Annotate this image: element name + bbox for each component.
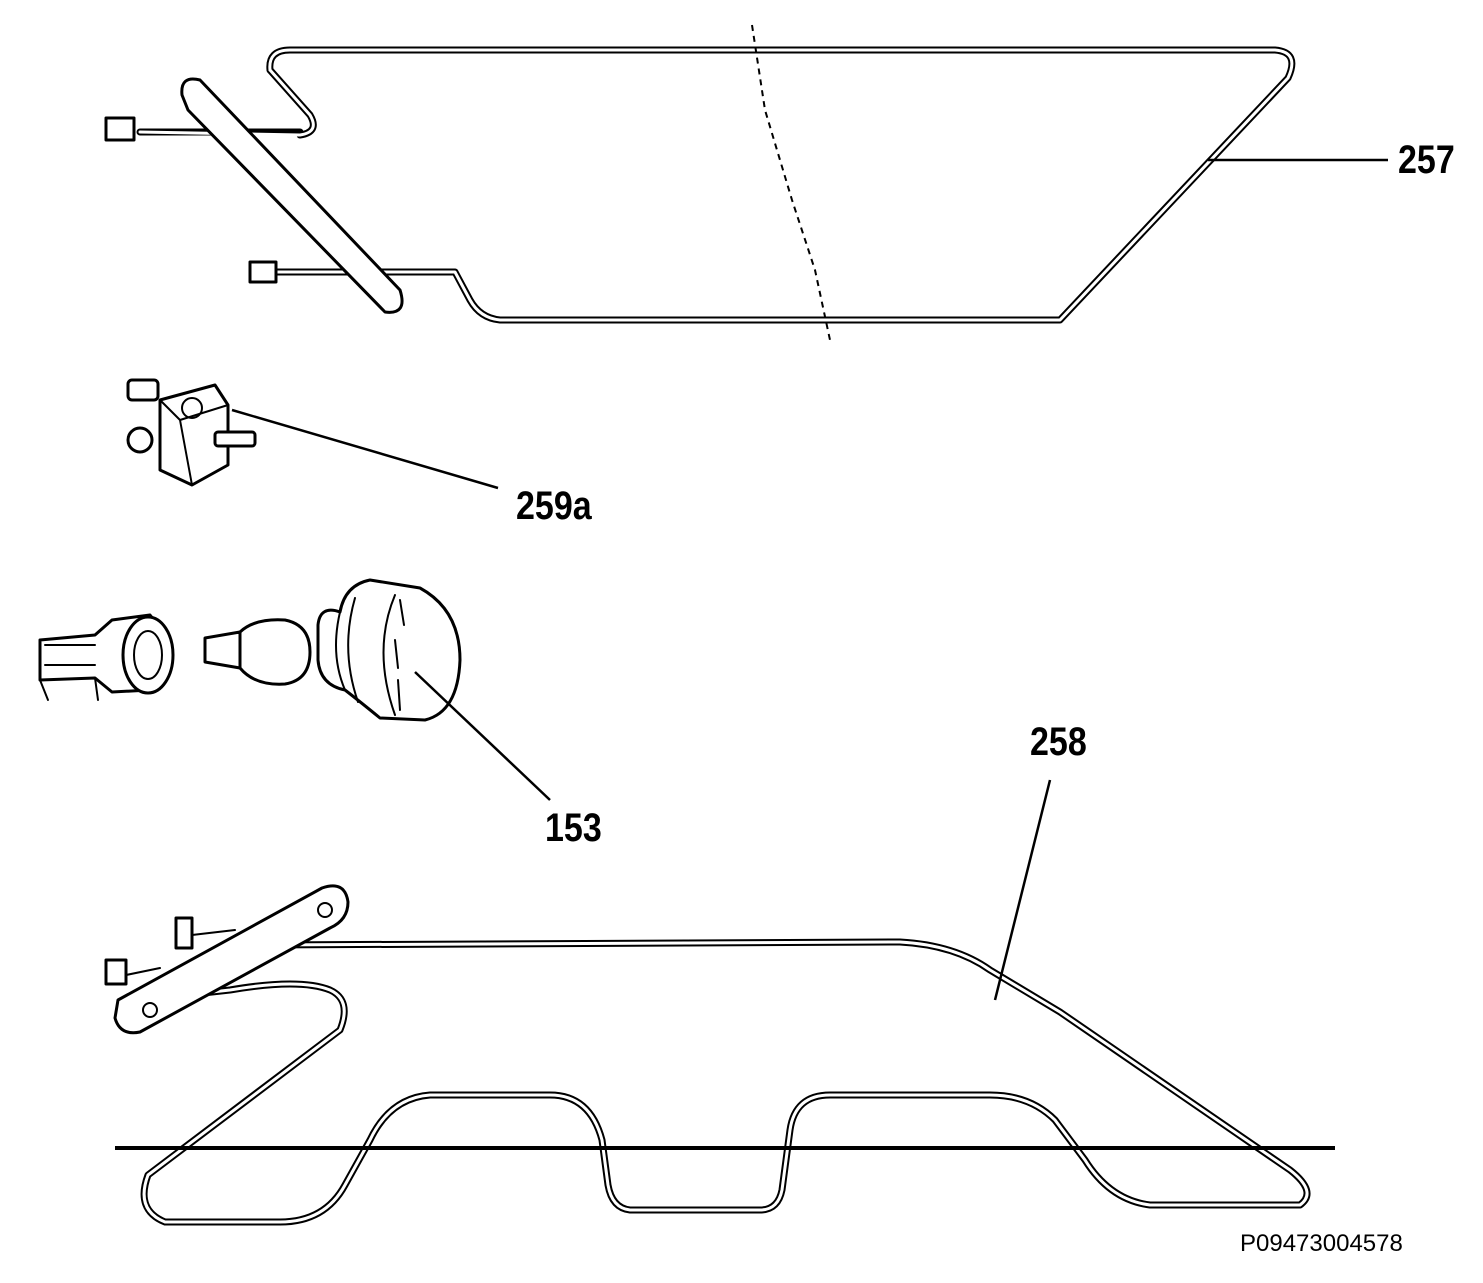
terminal-upper-1 xyxy=(104,116,136,142)
terminal-lower-2 xyxy=(104,958,128,986)
upper-heating-element[interactable] xyxy=(104,24,1296,341)
lower-heating-element[interactable] xyxy=(104,884,1311,1226)
reference-code: P09473004578 xyxy=(1240,1230,1403,1257)
callout-259a[interactable]: 259a xyxy=(516,484,592,528)
callout-153[interactable]: 153 xyxy=(545,806,602,850)
leader-153 xyxy=(414,671,551,801)
terminal-lower-1 xyxy=(174,916,194,950)
leader-259a xyxy=(231,408,499,490)
leader-258 xyxy=(993,779,1052,1001)
terminal-upper-2 xyxy=(248,260,278,284)
callout-257[interactable]: 257 xyxy=(1398,138,1455,182)
callout-258[interactable]: 258 xyxy=(1030,720,1087,764)
lamp-assembly[interactable] xyxy=(38,578,462,722)
switch-block[interactable] xyxy=(126,378,257,487)
